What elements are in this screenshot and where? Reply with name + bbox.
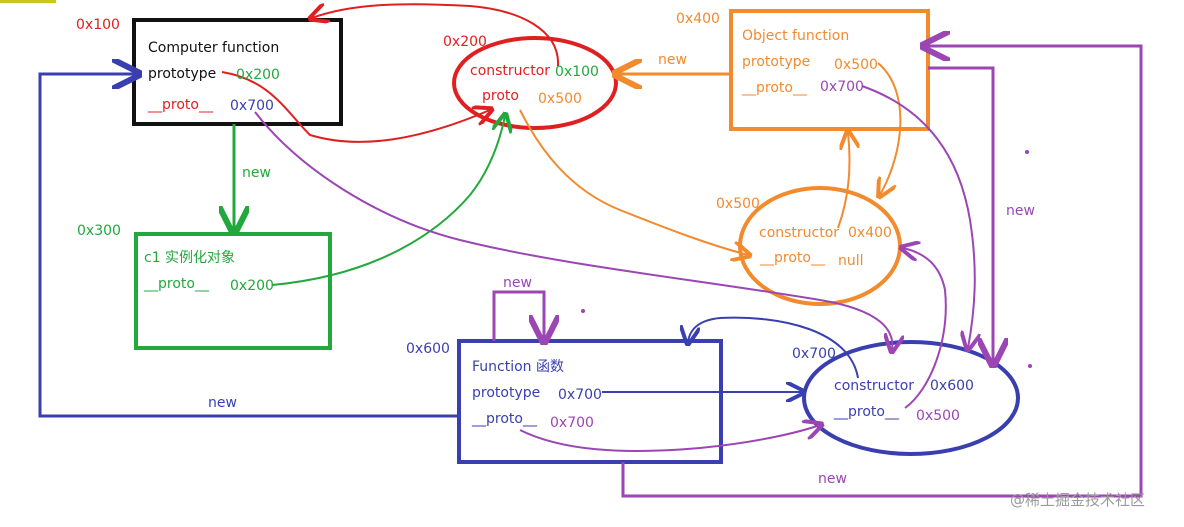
- edge-label-new-bottom: new: [818, 471, 847, 487]
- object-prototype-label: prototype: [742, 54, 810, 70]
- purple-edge-object-proto: [861, 85, 975, 348]
- function-prototype-value: 0x700: [558, 387, 602, 403]
- computer-proto-proto-value: 0x500: [538, 91, 582, 107]
- function-prototype-ellipse: [802, 340, 1020, 456]
- c1-proto-label: __proto__: [143, 276, 210, 292]
- computer-proto-address: 0x200: [443, 34, 487, 50]
- object-address: 0x400: [676, 11, 720, 27]
- blue-edge-constructor: [688, 316, 859, 379]
- c1-address: 0x300: [77, 223, 121, 239]
- purple-edge-new-right: [928, 66, 993, 362]
- function-proto-constructor-label: constructor: [834, 378, 914, 394]
- purple-edge-computer-proto: [254, 111, 892, 350]
- function-proto-label: __proto__: [471, 411, 538, 427]
- edge-label-new-function-self: new: [503, 275, 532, 291]
- watermark: @稀土掘金技术社区: [1010, 491, 1145, 509]
- computer-proto-proto-label: proto: [482, 88, 519, 104]
- function-address: 0x600: [406, 341, 450, 357]
- object-proto-constructor-value: 0x400: [848, 225, 892, 241]
- stray-dot: [1028, 364, 1032, 368]
- computer-proto-value: 0x700: [230, 98, 274, 114]
- computer-title: Computer function: [148, 40, 279, 56]
- object-proto-value: 0x700: [820, 79, 864, 95]
- computer-proto-constructor-value: 0x100: [555, 64, 599, 80]
- function-box: [457, 339, 723, 464]
- stray-dot: [581, 309, 585, 313]
- computer-proto-label: __proto__: [147, 97, 214, 113]
- object-function-box: [729, 9, 930, 131]
- function-proto-address: 0x700: [792, 346, 836, 362]
- blue-edge-new: [38, 74, 459, 418]
- edge-label-new-right: new: [1006, 203, 1035, 219]
- corner-fragment: [0, 0, 56, 3]
- edge-label-new-function-computer: new: [208, 395, 237, 411]
- orange-edge-proto: [519, 109, 748, 255]
- computer-address: 0x100: [76, 17, 120, 33]
- red-edge-constructor: [312, 4, 560, 67]
- orange-edge-prototype: [878, 62, 902, 195]
- function-title: Function 函数: [472, 359, 564, 375]
- purple-edge-new-self: [492, 290, 544, 341]
- edge-label-new-object: new: [658, 52, 687, 68]
- computer-prototype-value: 0x200: [236, 67, 280, 83]
- computer-proto-constructor-label: constructor: [470, 63, 550, 79]
- function-proto-proto-label: __proto__: [833, 404, 900, 420]
- c1-proto-value: 0x200: [230, 278, 274, 294]
- orange-edge-constructor: [837, 133, 850, 229]
- c1-title: c1 实例化对象: [144, 250, 235, 266]
- computer-prototype-label: prototype: [148, 66, 216, 82]
- purple-edge-fproto-proto: [903, 248, 947, 409]
- function-proto-constructor-value: 0x600: [930, 378, 974, 394]
- object-proto-proto-label: __proto__: [759, 250, 826, 266]
- green-edge-proto: [271, 116, 505, 286]
- edge-label-new-computer-c1: new: [242, 165, 271, 181]
- purple-edge-function-proto: [519, 425, 820, 452]
- object-prototype-value: 0x500: [834, 57, 878, 73]
- function-proto-value: 0x700: [550, 415, 594, 431]
- object-proto-proto-value: null: [838, 253, 864, 269]
- object-proto-address: 0x500: [716, 196, 760, 212]
- object-prototype-ellipse: [738, 186, 902, 306]
- red-edge-prototype: [221, 71, 490, 143]
- function-prototype-label: prototype: [472, 385, 540, 401]
- object-title: Object function: [742, 28, 849, 44]
- object-proto-constructor-label: constructor: [759, 225, 839, 241]
- stray-dot: [1025, 150, 1029, 154]
- function-proto-proto-value: 0x500: [916, 408, 960, 424]
- purple-edge-new-bottom: [621, 46, 1143, 498]
- object-proto-label: __proto__: [741, 80, 808, 96]
